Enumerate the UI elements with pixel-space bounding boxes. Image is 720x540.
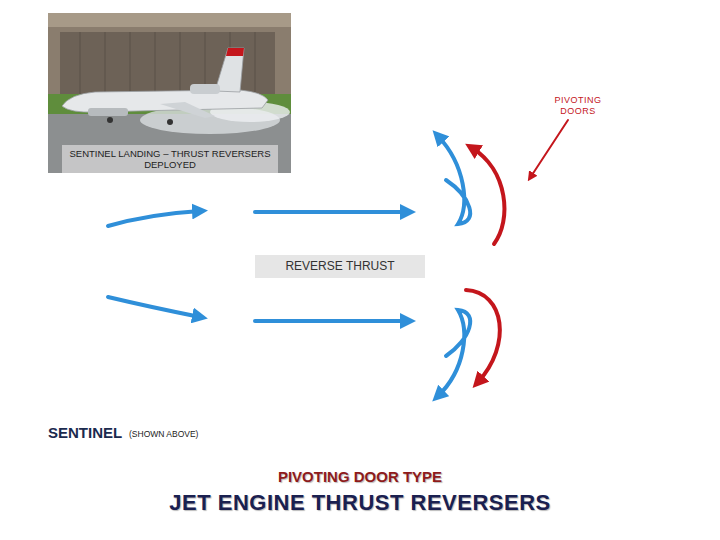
node-text-group: SENTINEL LANDING – THRUST REVERSERS DEPL… — [66, 148, 274, 171]
band-text: REVERSE THRUST — [285, 259, 394, 273]
note-text: (SHOWN ABOVE) — [129, 429, 198, 439]
deflected-flow-arrow — [438, 136, 470, 224]
band-text: SENTINEL LANDING – THRUST REVERSERS DEPL… — [66, 148, 274, 171]
part-label: PIVOTING DOORS — [548, 95, 608, 117]
aircraft-photo — [48, 13, 291, 173]
airflow-arrow — [108, 211, 200, 226]
deflected-flow-arrow — [438, 310, 470, 396]
exhaust-arrow — [255, 319, 408, 323]
label-band: REVERSE THRUST — [255, 255, 425, 278]
pivoting-door — [466, 290, 500, 382]
photo-caption-band: SENTINEL LANDING – THRUST REVERSERS DEPL… — [62, 145, 278, 173]
aircraft-name: SENTINEL — [48, 424, 122, 441]
node-text-group: REVERSE THRUST — [285, 259, 394, 273]
leader-arrow — [530, 120, 568, 178]
pivoting-door — [472, 148, 504, 244]
diagram-title: JET ENGINE THRUST REVERSERS — [60, 490, 660, 516]
exhaust-arrow — [255, 210, 408, 214]
subtitle: PIVOTING DOOR TYPE — [160, 468, 560, 485]
airflow-arrow — [108, 297, 200, 317]
